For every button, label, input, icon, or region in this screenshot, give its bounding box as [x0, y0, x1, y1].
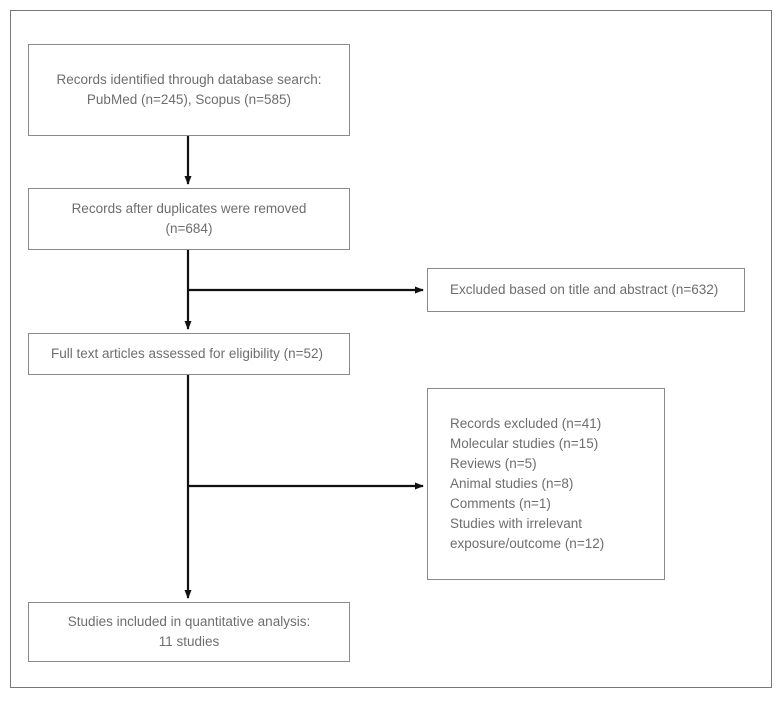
box-records-identified: Records identified through database sear… — [28, 44, 350, 136]
box-excluded-title-abstract-text: Excluded based on title and abstract (n=… — [450, 282, 719, 297]
box-studies-included: Studies included in quantitative analysi… — [28, 602, 350, 662]
box-records-after-duplicates-text: Records after duplicates were removed (n… — [71, 201, 307, 236]
box-studies-included-text: Studies included in quantitative analysi… — [67, 614, 311, 649]
box-records-after-duplicates: Records after duplicates were removed (n… — [28, 188, 350, 250]
box-records-identified-text: Records identified through database sear… — [56, 72, 322, 107]
box-excluded-title-abstract: Excluded based on title and abstract (n=… — [427, 268, 745, 312]
box-full-text-assessed: Full text articles assessed for eligibil… — [28, 333, 350, 375]
box-full-text-assessed-text: Full text articles assessed for eligibil… — [51, 346, 323, 361]
box-records-excluded-list-text: Records excluded (n=41) Molecular studie… — [450, 416, 605, 551]
box-records-excluded-list: Records excluded (n=41) Molecular studie… — [427, 388, 665, 580]
